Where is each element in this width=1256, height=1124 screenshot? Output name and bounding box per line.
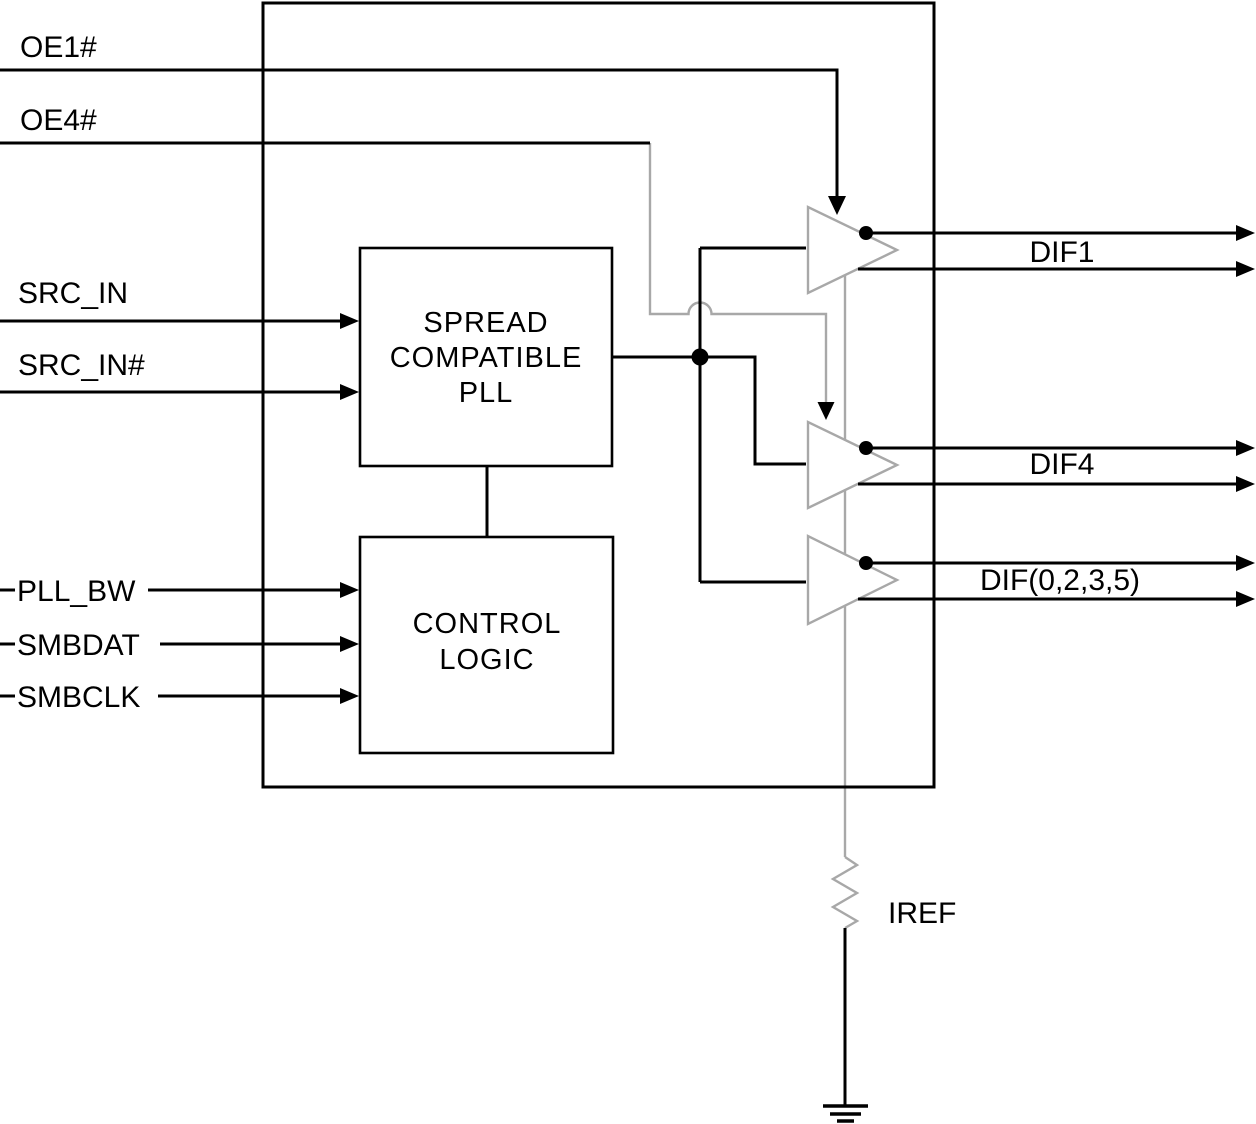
dif1-arrow-bottom-icon bbox=[1236, 261, 1255, 277]
pll-block-label-line1: SPREAD bbox=[423, 307, 548, 339]
control-block-label-line1: CONTROL bbox=[413, 608, 562, 640]
pll-block-label-line2: COMPATIBLE bbox=[390, 342, 583, 374]
pll-output-wire bbox=[612, 355, 806, 466]
junction-dot bbox=[691, 348, 709, 366]
oe1-arrow-down-icon bbox=[828, 196, 846, 215]
pll-bw-arrow-icon bbox=[340, 582, 359, 598]
dif-group-arrow-top-icon bbox=[1236, 555, 1255, 571]
control-block-label-line2: LOGIC bbox=[439, 644, 534, 676]
iref-resistor bbox=[830, 856, 860, 930]
oe4-wire-gray-route bbox=[648, 143, 828, 402]
oe4-arrow-down-icon bbox=[817, 402, 835, 420]
output-buffer-dif1 bbox=[806, 205, 900, 295]
output-buffer-dif4 bbox=[806, 420, 900, 510]
oe1-label: OE1# bbox=[20, 31, 97, 64]
src-in-arrow-icon bbox=[340, 313, 359, 329]
pll-bw-label: PLL_BW bbox=[17, 575, 136, 608]
dif1-label: DIF1 bbox=[1029, 236, 1094, 269]
oe4-label: OE4# bbox=[20, 104, 97, 137]
smbclk-label: SMBCLK bbox=[17, 681, 140, 714]
output-buffer-dif-group bbox=[806, 534, 900, 626]
src-in-n-label: SRC_IN# bbox=[18, 349, 145, 382]
dif-group-label: DIF(0,2,3,5) bbox=[980, 564, 1140, 597]
dif-group-arrow-bottom-icon bbox=[1236, 591, 1255, 607]
dif1-tap-dot bbox=[859, 226, 873, 240]
ground-symbol-icon bbox=[823, 1104, 868, 1123]
dif1-arrow-top-icon bbox=[1236, 225, 1255, 241]
dif4-arrow-bottom-icon bbox=[1236, 476, 1255, 492]
src-in-n-arrow-icon bbox=[340, 384, 359, 400]
dif4-tap-dot bbox=[859, 441, 873, 455]
smbclk-arrow-icon bbox=[340, 688, 359, 704]
smbdat-label: SMBDAT bbox=[17, 629, 140, 662]
src-in-label: SRC_IN bbox=[18, 277, 128, 310]
chip-boundary bbox=[261, 1, 936, 789]
dif-group-tap-dot bbox=[859, 556, 873, 570]
oe1-wire bbox=[0, 68, 839, 196]
dif4-label: DIF4 bbox=[1029, 448, 1094, 481]
dif4-arrow-top-icon bbox=[1236, 440, 1255, 456]
smbdat-arrow-icon bbox=[340, 636, 359, 652]
pll-block-label-line3: PLL bbox=[459, 377, 514, 409]
iref-label: IREF bbox=[888, 897, 956, 930]
